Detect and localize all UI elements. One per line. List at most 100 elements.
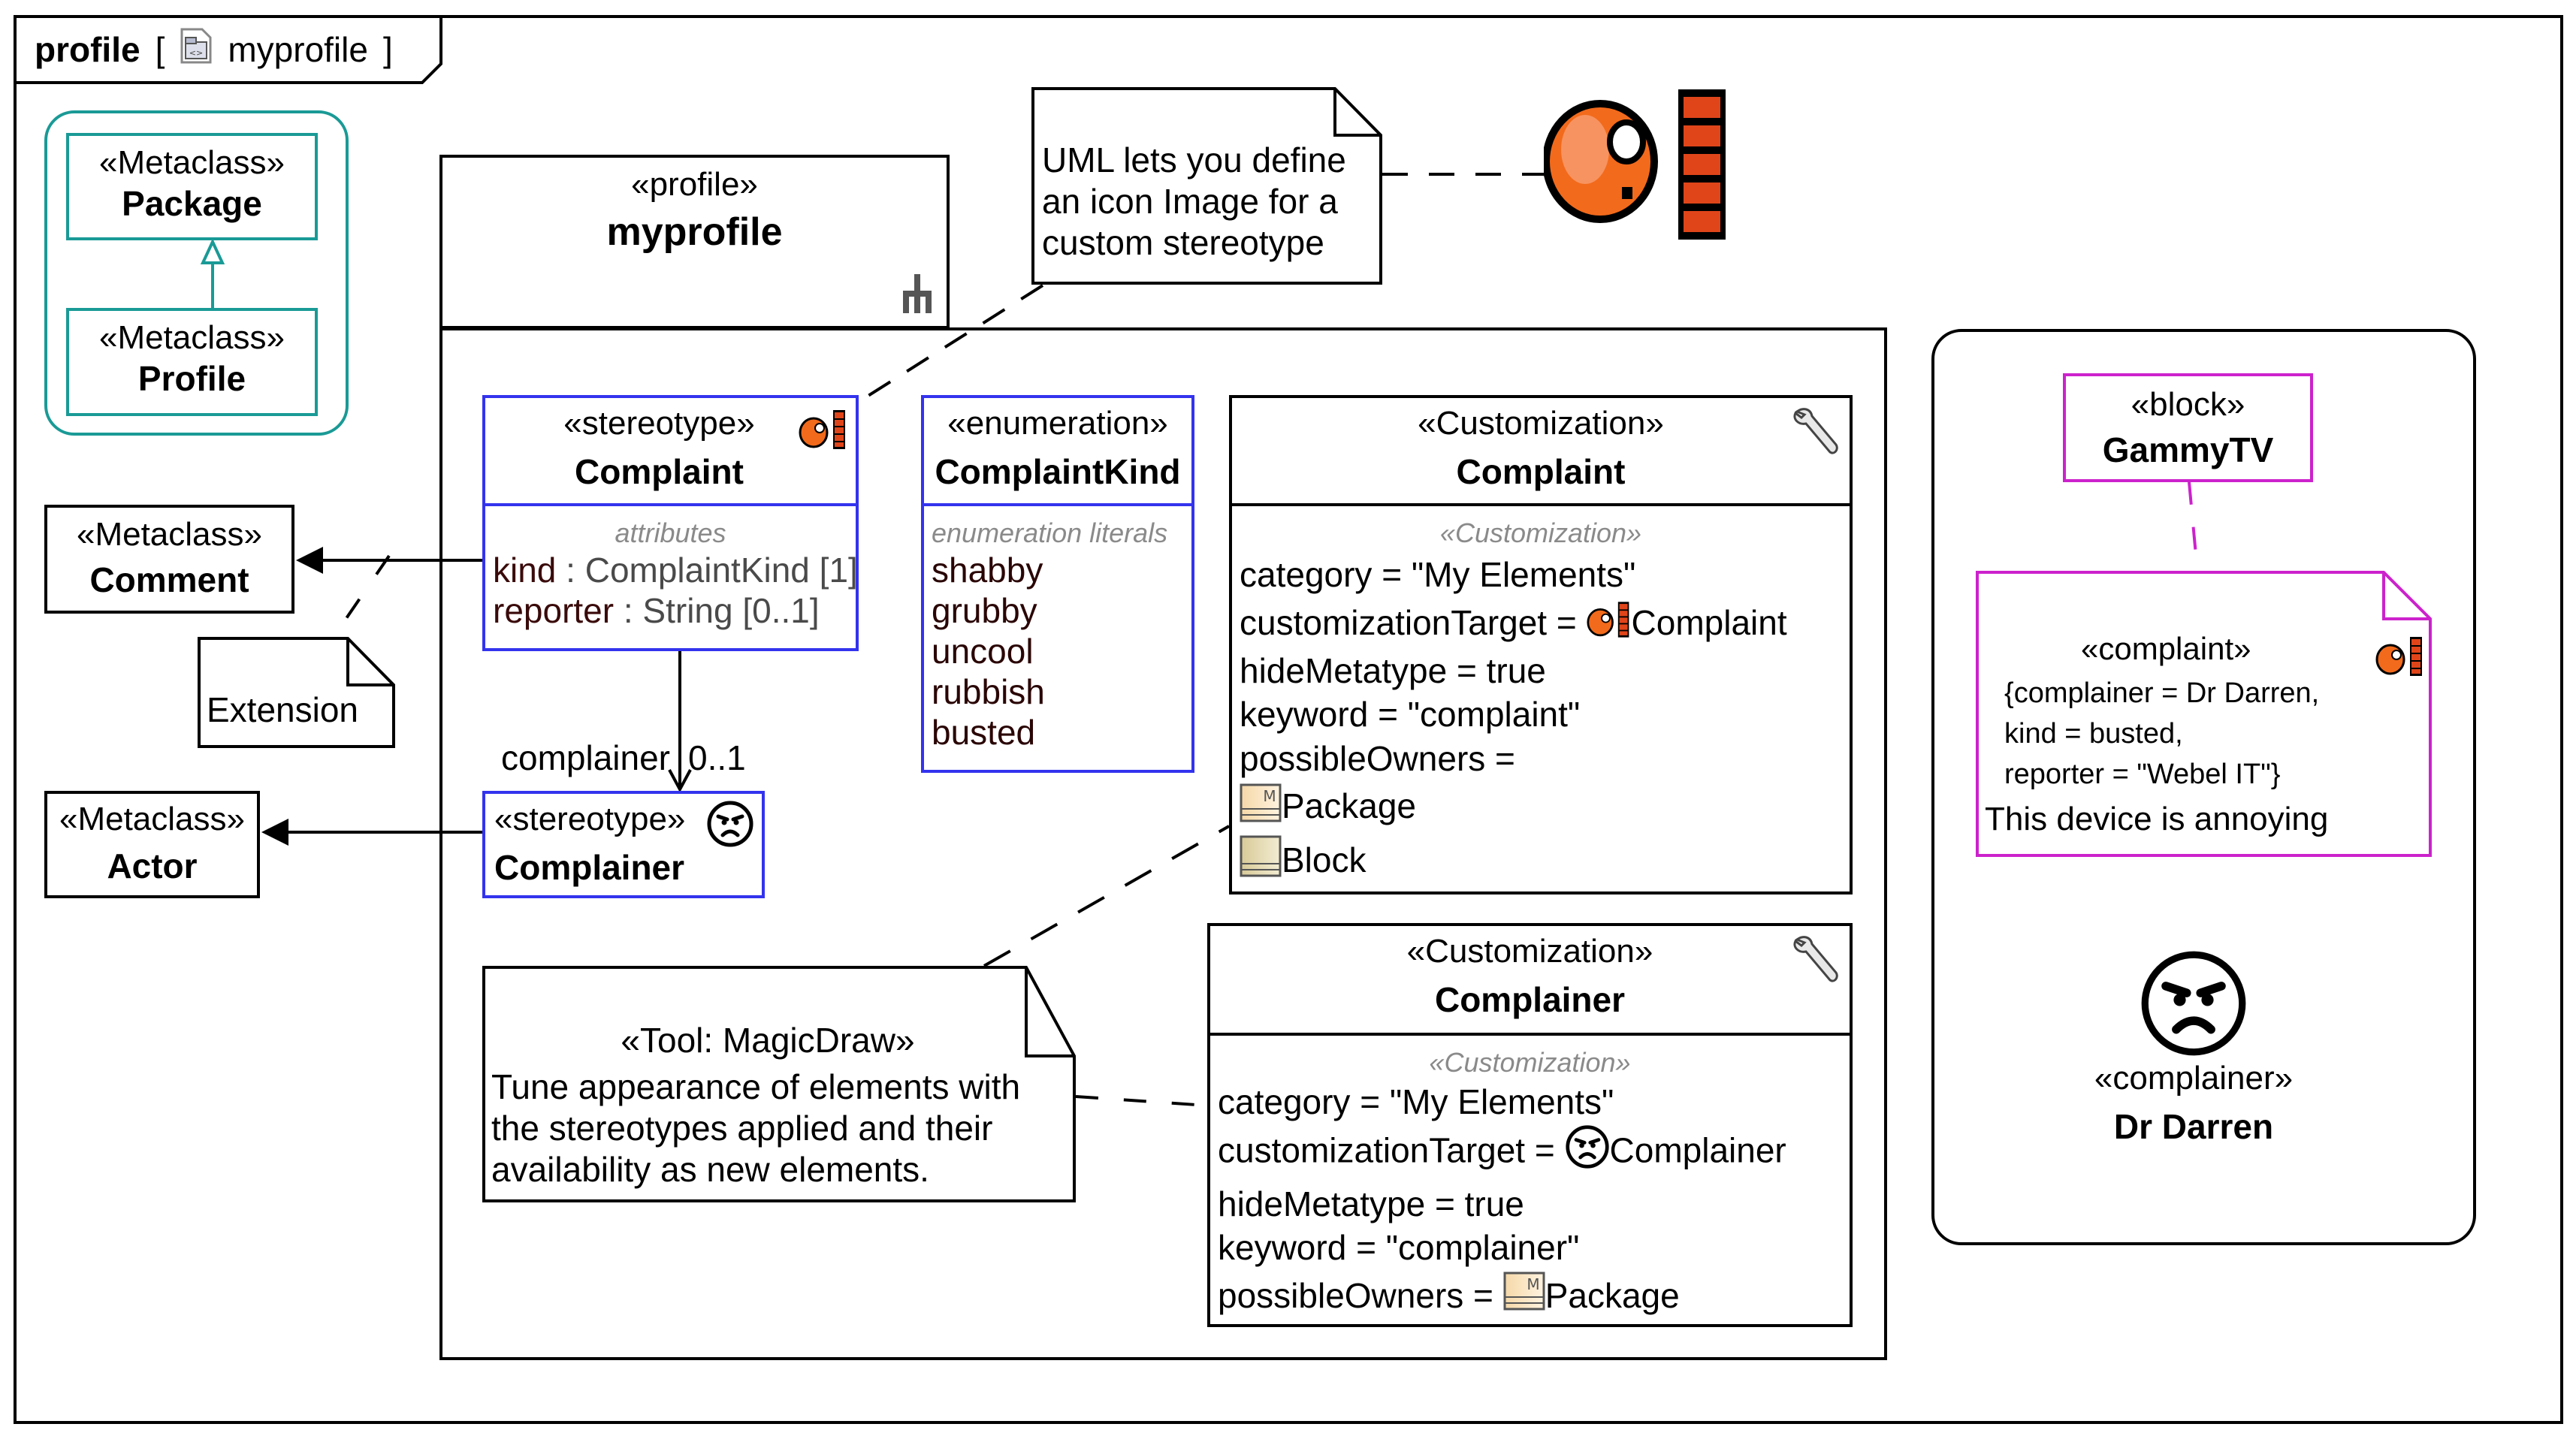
note-line: Tune appearance of elements with (491, 1067, 1021, 1106)
frame-kind: profile (35, 30, 140, 69)
compartment-label: enumeration literals (932, 517, 1168, 548)
enum-literal[interactable]: grubby (932, 591, 1037, 630)
svg-text:M: M (1527, 1275, 1539, 1293)
compartment-label: «Customization» (1429, 1047, 1631, 1078)
complaint-icon (1586, 602, 1632, 649)
attribute-name: reporter (493, 591, 615, 630)
extension-arrowhead (261, 819, 288, 846)
frame-bracket-open: [ (155, 30, 165, 69)
prop-hide-metatype[interactable]: hideMetatype = true (1240, 651, 1546, 691)
enum-literal[interactable]: busted (932, 713, 1036, 752)
stereotype-label: «profile» (631, 166, 758, 203)
metaclass-actor[interactable]: «Metaclass» Actor (44, 791, 260, 898)
stereotype-label: «Metaclass» (98, 319, 285, 356)
stereotype-complainer[interactable]: «stereotype» Complainer (482, 791, 765, 898)
stereotype-label: «Metaclass» (76, 516, 262, 553)
owner-name: Package (1282, 786, 1417, 826)
stereotype-complaint[interactable]: «stereotype» Complaint attributes kind :… (482, 395, 859, 651)
class-name: Profile (137, 359, 246, 398)
frame-name: myprofile (228, 30, 368, 69)
stereotype-label: «complainer» (2094, 1060, 2294, 1097)
metaclass-package[interactable]: «Metaclass» Package (66, 133, 318, 240)
customization-complainer[interactable]: «Customization» Complainer «Customizatio… (1207, 923, 1853, 1327)
note-text: Extension (207, 690, 359, 729)
enum-literal[interactable]: shabby (932, 551, 1043, 590)
owner-name: Package (1545, 1276, 1680, 1315)
customization-complaint[interactable]: «Customization» Complaint «Customization… (1229, 395, 1853, 894)
enum-literal[interactable]: uncool (932, 632, 1034, 671)
angry-face-icon (2138, 948, 2249, 1059)
note-line: UML lets you define (1042, 140, 1346, 180)
complaint-icon (799, 410, 848, 453)
association-role[interactable]: complainer (501, 738, 670, 777)
metaclass-group[interactable] (44, 110, 349, 436)
stereotype-label: «Customization» (1418, 405, 1664, 442)
class-name: Comment (89, 560, 249, 599)
angry-face-icon (1565, 1124, 1610, 1182)
prop-keyword[interactable]: keyword = "complainer" (1218, 1228, 1580, 1267)
angry-face-icon (706, 800, 754, 852)
prop-customization-target[interactable]: customizationTarget = Complainer (1218, 1124, 1850, 1182)
prop-value[interactable]: Complaint (1631, 603, 1787, 642)
tag-value: reporter = "Webel IT"} (2004, 759, 2281, 790)
prop-keyword[interactable]: keyword = "complaint" (1240, 695, 1581, 735)
class-name: Package (122, 184, 262, 223)
stereotype-label: «Metaclass» (59, 801, 245, 837)
stereotype-label: «block» (2131, 386, 2245, 423)
profile-fork-icon (900, 274, 935, 317)
note-line: an icon Image for a (1042, 182, 1338, 221)
class-name: Complaint (1456, 452, 1626, 491)
association-multiplicity[interactable]: 0..1 (688, 738, 746, 777)
note-complaint-instance[interactable]: «complaint» {complainer = Dr Darren, kin… (1976, 571, 2432, 857)
frame-bracket-close: ] (382, 30, 393, 69)
prop-category[interactable]: category = "My Elements" (1218, 1082, 1614, 1121)
note-tool-magicdraw[interactable]: «Tool: MagicDraw» Tune appearance of ele… (482, 966, 1076, 1202)
attribute-row[interactable]: kind : ComplaintKind [1] (485, 550, 858, 590)
extension-arrowhead (296, 547, 323, 574)
tag-value: {complainer = Dr Darren, (2004, 677, 2320, 709)
metaclass-comment[interactable]: «Metaclass» Comment (44, 505, 294, 614)
tag-value: kind = busted, (2004, 718, 2183, 750)
note-line: availability as new elements. (491, 1150, 929, 1189)
class-name: Complaint (575, 452, 744, 491)
stereotype-label: «stereotype» (494, 801, 686, 837)
metaclass-profile[interactable]: «Metaclass» Profile (66, 308, 318, 416)
class-name: Actor (107, 846, 198, 885)
stereotype-label: «stereotype» (563, 405, 755, 442)
possible-owner-item[interactable]: Block (1240, 835, 1850, 890)
attribute-type: : String [0..1] (614, 591, 820, 630)
note-stereotype: «complaint» (2081, 631, 2251, 666)
note-line: the stereotypes applied and their (491, 1109, 993, 1148)
prop-value[interactable]: Complainer (1609, 1130, 1786, 1170)
prop-customization-target[interactable]: customizationTarget = Complaint (1240, 599, 1850, 649)
attribute-type: : ComplaintKind [1] (556, 551, 858, 590)
attribute-row[interactable]: reporter : String [0..1] (485, 590, 856, 631)
profile-package-tab[interactable]: «profile» myprofile (439, 155, 950, 329)
enum-name: ComplaintKind (935, 452, 1181, 491)
enum-literal[interactable]: rubbish (932, 672, 1045, 711)
metaclass-package-icon: M (1503, 1272, 1545, 1325)
stereotype-label: «Customization» (1406, 933, 1653, 970)
class-name: Complainer (1434, 980, 1626, 1019)
prop-label: customizationTarget = (1218, 1130, 1565, 1170)
profile-package-icon: <> (180, 27, 213, 73)
instance-name: Dr Darren (2113, 1107, 2274, 1146)
profile-package-body[interactable] (439, 327, 1887, 1360)
stereotype-label: «enumeration» (947, 405, 1168, 442)
note-icon-explanation[interactable]: UML lets you define an icon Image for a … (1031, 87, 1382, 285)
prop-hide-metatype[interactable]: hideMetatype = true (1218, 1184, 1524, 1223)
prop-category[interactable]: category = "My Elements" (1240, 555, 1636, 594)
complainer-instance[interactable]: «complainer» Dr Darren (2043, 948, 2344, 1148)
enumeration-complaint-kind[interactable]: «enumeration» ComplaintKind enumeration … (921, 395, 1194, 773)
frame-header: profile [ <> myprofile ] (35, 21, 393, 78)
note-line: custom stereotype (1042, 223, 1324, 262)
usage-example-region[interactable] (1931, 329, 2476, 1245)
block-gammytv[interactable]: «block» GammyTV (2063, 373, 2313, 482)
note-body: This device is annoying (1985, 801, 2329, 837)
note-stereotype: «Tool: MagicDraw» (621, 1021, 915, 1060)
prop-possible-owners[interactable]: possibleOwners = (1240, 739, 1515, 779)
note-extension[interactable]: Extension (198, 637, 395, 748)
compartment-label: attributes (615, 517, 726, 548)
